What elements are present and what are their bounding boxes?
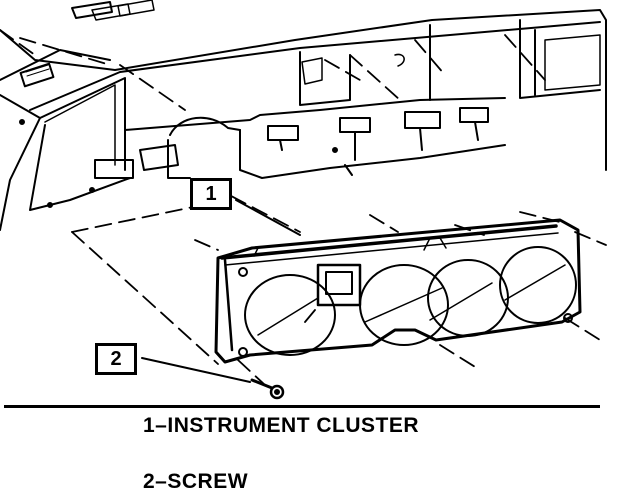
legend-divider [4, 405, 600, 408]
callout-1-number: 1 [205, 182, 217, 205]
legend-item-screw: 2–SCREW [143, 470, 249, 493]
instrument-cluster [214, 218, 582, 364]
callout-1-label: 1 [190, 178, 232, 210]
callout-2-label: 2 [95, 343, 137, 375]
instrument-panel [0, 9, 607, 231]
alignment-lines [0, 29, 607, 386]
callout-1-leader [235, 199, 301, 236]
dash-top-vents [71, 0, 155, 21]
screw [250, 378, 285, 400]
legend-item-instrument-cluster: 1–INSTRUMENT CLUSTER [143, 414, 420, 437]
callout-2-number: 2 [110, 347, 122, 370]
callout-2-leader [141, 357, 251, 383]
